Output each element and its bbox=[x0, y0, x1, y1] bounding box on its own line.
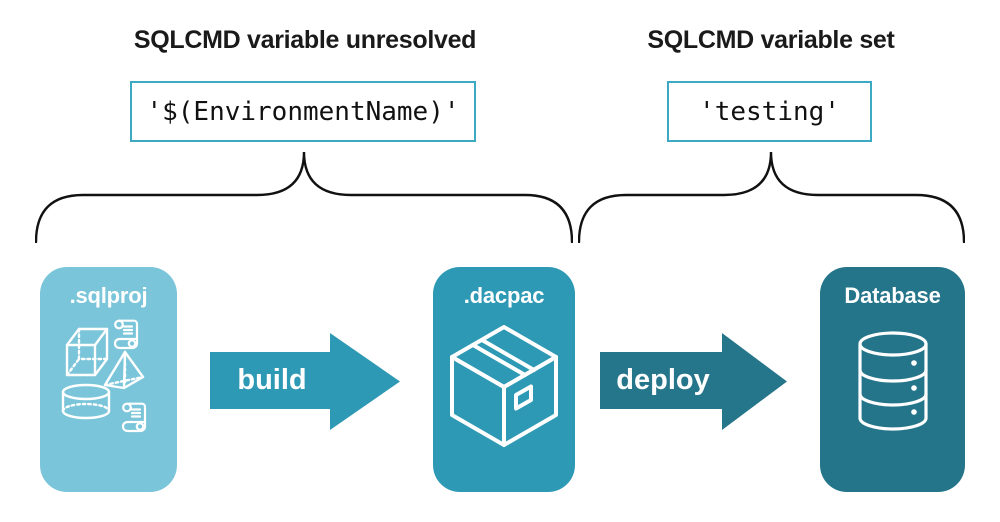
build-arrow-icon bbox=[210, 333, 400, 430]
pipeline-node-dacpac: .dacpac bbox=[433, 267, 575, 492]
code-box-set: 'testing' bbox=[667, 81, 872, 142]
curly-brace-right-icon bbox=[578, 151, 965, 243]
code-text-set: 'testing' bbox=[699, 96, 840, 127]
annotation-title-set: SQLCMD variable set bbox=[647, 26, 895, 54]
package-box-shape bbox=[450, 325, 558, 447]
deploy-arrow-label: deploy bbox=[616, 364, 710, 396]
build-arrow-label: build bbox=[237, 364, 307, 396]
node-label-database: Database bbox=[844, 283, 941, 308]
cylinder-icon bbox=[61, 383, 110, 420]
pipeline-node-database: Database bbox=[820, 267, 965, 492]
annotation-title-unresolved: SQLCMD variable unresolved bbox=[133, 26, 477, 54]
scroll-icon bbox=[113, 319, 138, 350]
node-label-dacpac: .dacpac bbox=[463, 283, 545, 308]
package-box-icon bbox=[450, 325, 558, 447]
sql-objects-icon bbox=[61, 319, 146, 433]
scroll-icon bbox=[121, 402, 146, 433]
database-cylinder-icon bbox=[857, 331, 928, 431]
curly-brace-left-icon bbox=[35, 151, 573, 243]
database-cylinder-shape bbox=[857, 331, 928, 431]
cube-icon bbox=[65, 327, 108, 377]
deploy-arrow-icon bbox=[600, 333, 787, 430]
pipeline-node-sqlproj: .sqlproj bbox=[40, 267, 177, 492]
database-dots bbox=[910, 360, 917, 415]
pyramid-icon bbox=[103, 350, 144, 390]
node-label-sqlproj: .sqlproj bbox=[69, 283, 148, 308]
code-box-unresolved: '$(EnvironmentName)' bbox=[130, 81, 476, 142]
code-text-unresolved: '$(EnvironmentName)' bbox=[146, 96, 460, 127]
